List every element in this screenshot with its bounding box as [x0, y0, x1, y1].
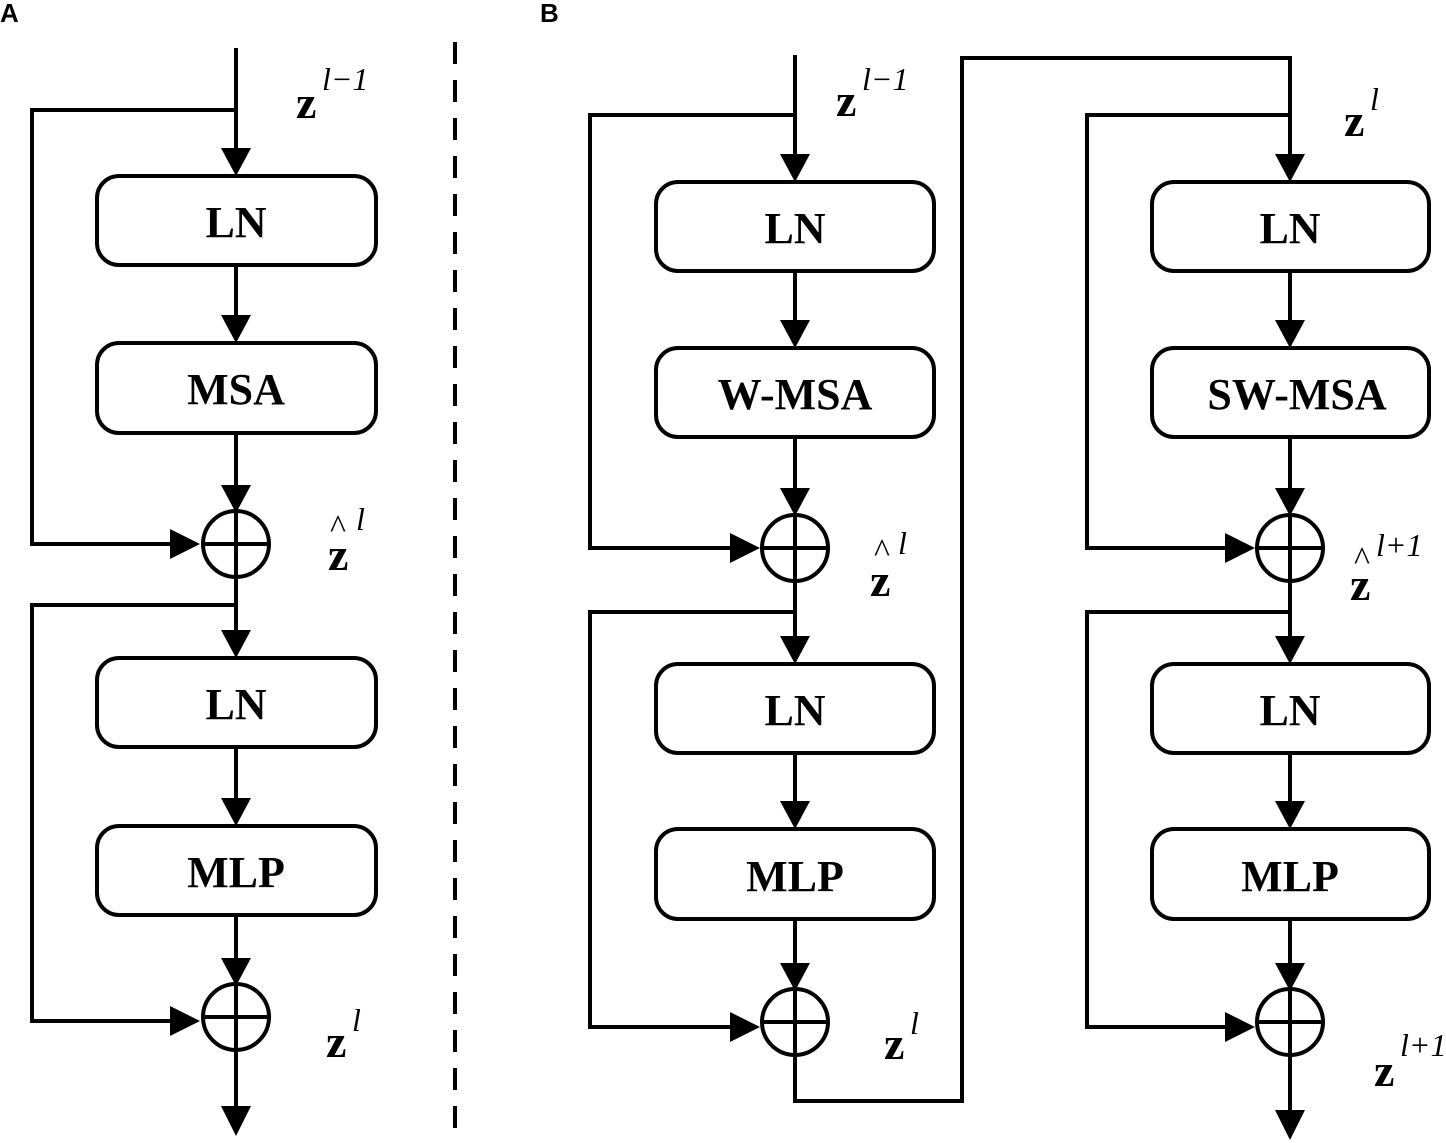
- superscript: l: [1370, 81, 1379, 117]
- arrow-head: [1275, 963, 1305, 991]
- superscript: l: [898, 525, 907, 561]
- ln-block-1: [654, 180, 936, 273]
- superscript: l: [356, 501, 365, 537]
- ln-block-2: [654, 662, 936, 755]
- skip-connection-2: [1085, 610, 1290, 1029]
- arrow-head: [730, 1012, 760, 1042]
- arrow-head: [780, 488, 810, 516]
- arrow-head: [221, 315, 251, 343]
- mlp-block: [654, 827, 936, 921]
- arrow-head: [221, 1106, 251, 1136]
- w-msa-block: [654, 346, 936, 439]
- skip-connection-2: [30, 603, 236, 1023]
- label-mid: ^ z l: [328, 501, 365, 580]
- add-node-1: [201, 509, 271, 579]
- add-node-2: [1255, 987, 1325, 1057]
- arrow-head: [780, 320, 810, 348]
- add-node-1: [760, 513, 830, 583]
- block-connector: [793, 56, 1292, 1103]
- arrow-head: [780, 154, 810, 182]
- arrow-head: [170, 529, 200, 559]
- superscript: l+1: [1400, 1027, 1446, 1063]
- z-symbol: z: [836, 75, 856, 126]
- block-label: LN: [205, 680, 266, 729]
- block-label: LN: [764, 204, 825, 253]
- label-input: z l: [1344, 81, 1379, 146]
- skip-connection-2: [588, 610, 795, 1029]
- superscript: l: [352, 1002, 361, 1038]
- ln-block-2: [1150, 662, 1431, 755]
- block-label: LN: [1259, 204, 1320, 253]
- z-symbol: z: [1350, 559, 1370, 610]
- z-symbol: z: [1344, 95, 1364, 146]
- arrow-head: [221, 630, 251, 658]
- block-label: MSA: [187, 365, 285, 414]
- panel-b-left: LN W-MSA LN MLP z l−1 ^ z l z l: [588, 55, 1292, 1103]
- block-label: MLP: [746, 852, 844, 901]
- ln-block-2: [95, 656, 378, 749]
- panel-b-label: B: [540, 0, 559, 28]
- superscript: l−1: [862, 61, 908, 97]
- superscript: l: [910, 1005, 919, 1041]
- arrow-head: [1275, 320, 1305, 348]
- arrow-head: [1275, 801, 1305, 829]
- block-label: MLP: [1241, 852, 1339, 901]
- panel-b-right: LN SW-MSA LN MLP z l ^ z l+1 z l: [1085, 81, 1446, 1140]
- arrow-head: [1225, 1012, 1255, 1042]
- panel-a: LN MSA LN MLP z l−1 ^ z l z l: [30, 48, 378, 1136]
- hat-accent: ^: [330, 509, 346, 546]
- label-output: z l: [884, 1005, 919, 1069]
- add-node-2: [760, 987, 830, 1057]
- z-symbol: z: [326, 1016, 346, 1067]
- arrow-head: [1275, 636, 1305, 664]
- arrow-head: [1225, 533, 1255, 563]
- skip-connection-1: [1085, 113, 1290, 550]
- label-mid: ^ z l+1: [1350, 527, 1422, 610]
- msa-block: [95, 341, 378, 435]
- mlp-block: [95, 824, 378, 917]
- add-node-1: [1255, 513, 1325, 583]
- block-label: LN: [1259, 686, 1320, 735]
- z-symbol: z: [884, 1018, 904, 1069]
- arrow-head: [1275, 154, 1305, 182]
- z-symbol: z: [296, 77, 316, 128]
- label-output: z l+1: [1374, 1027, 1446, 1096]
- block-label: SW-MSA: [1207, 370, 1386, 419]
- arrow-head: [221, 485, 251, 513]
- arrow-head: [221, 148, 251, 176]
- block-label: MLP: [187, 848, 285, 897]
- superscript: l+1: [1376, 527, 1422, 563]
- arrow-head: [730, 533, 760, 563]
- ln-block-1: [95, 174, 378, 267]
- label-input: z l−1: [296, 61, 368, 128]
- arrow-head: [780, 801, 810, 829]
- block-label: W-MSA: [718, 370, 873, 419]
- arrow-head: [1275, 488, 1305, 516]
- arrow-head: [170, 1006, 200, 1036]
- label-input: z l−1: [836, 61, 908, 126]
- hat-accent: ^: [874, 533, 890, 570]
- ln-block-1: [1150, 180, 1431, 273]
- label-output: z l: [326, 1002, 361, 1067]
- sw-msa-block: [1150, 346, 1431, 439]
- block-label: LN: [205, 198, 266, 247]
- hat-accent: ^: [1354, 541, 1370, 578]
- arrow-head: [1275, 1110, 1305, 1140]
- arrow-head: [780, 963, 810, 991]
- arrow-head: [221, 798, 251, 826]
- panel-a-label: A: [0, 0, 19, 28]
- z-symbol: z: [870, 555, 890, 606]
- block-label: LN: [764, 686, 825, 735]
- superscript: l−1: [322, 61, 368, 97]
- add-node-2: [201, 982, 271, 1052]
- arrow-head: [780, 636, 810, 664]
- z-symbol: z: [328, 529, 348, 580]
- skip-connection-1: [588, 113, 795, 550]
- label-mid: ^ z l: [870, 525, 907, 606]
- z-symbol: z: [1374, 1045, 1394, 1096]
- arrow-head: [221, 958, 251, 986]
- skip-connection-1: [30, 108, 236, 546]
- mlp-block: [1150, 827, 1431, 921]
